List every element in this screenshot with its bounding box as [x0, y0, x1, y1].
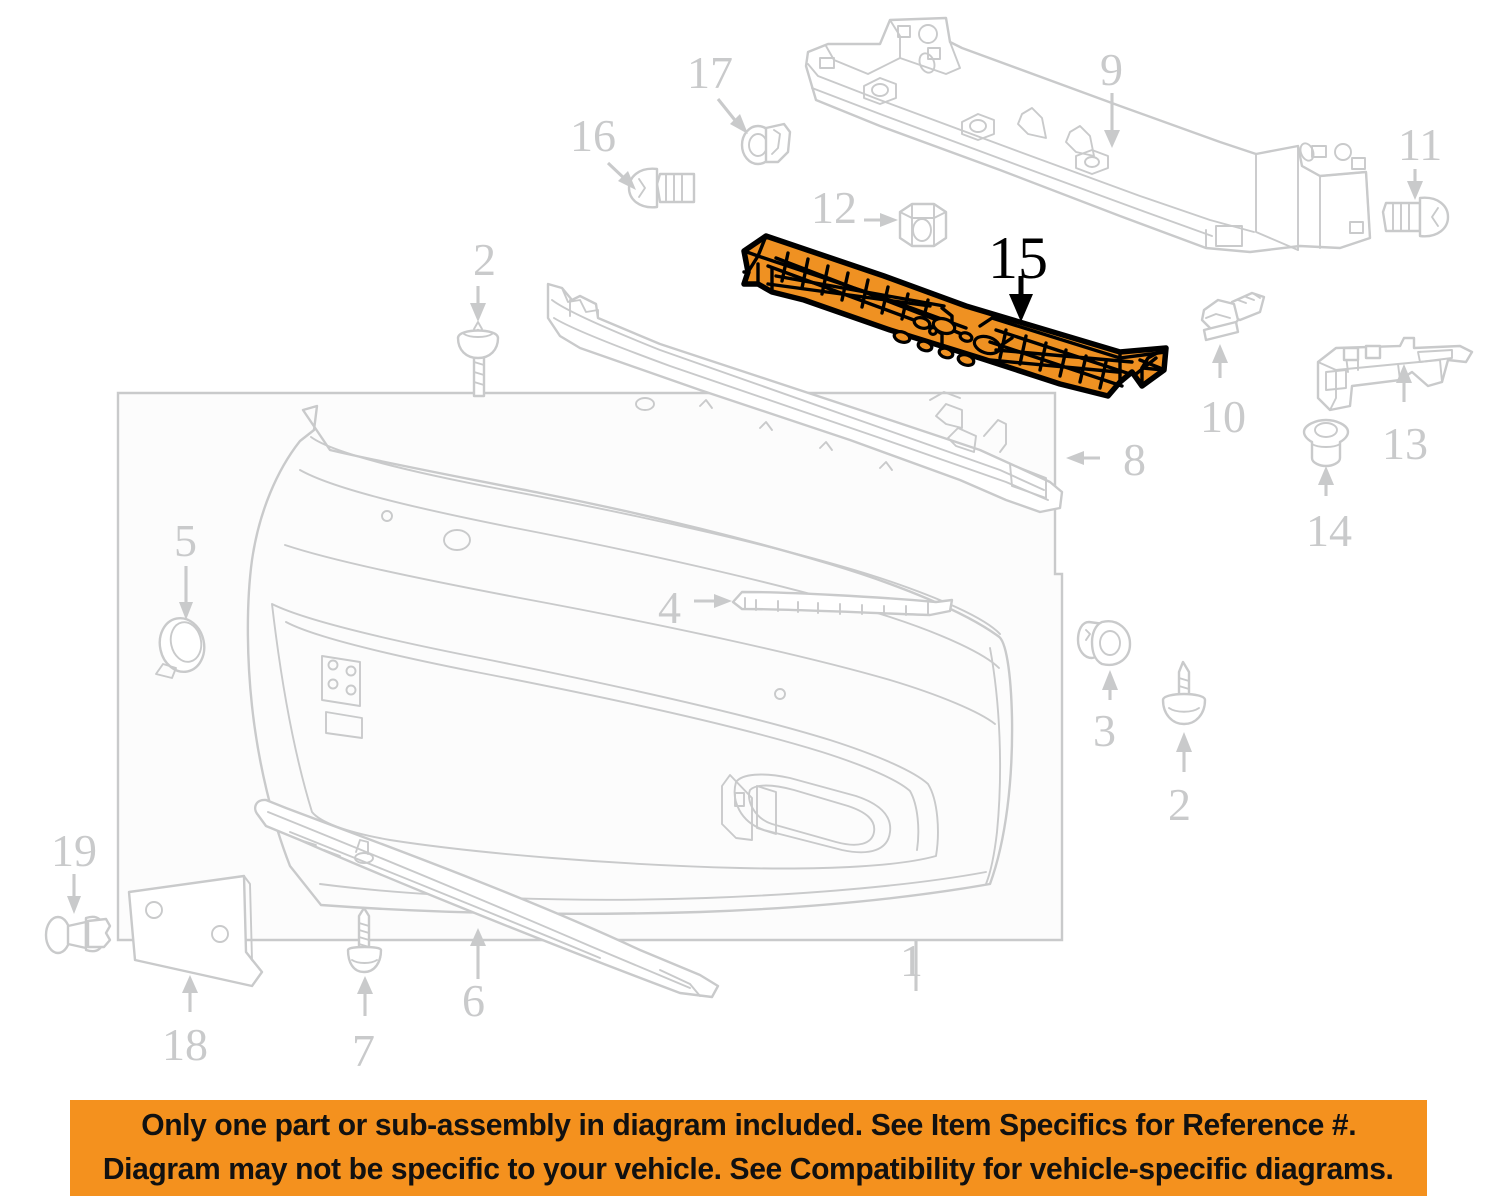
banner-line-2: Diagram may not be specific to your vehi… — [103, 1152, 1394, 1186]
callout-leader-17 — [716, 98, 748, 134]
part-6-lower-spoiler — [254, 798, 720, 999]
callout-leader-6 — [470, 928, 486, 979]
disclaimer-banner: Only one part or sub-assembly in diagram… — [70, 1100, 1427, 1196]
callout-number-16[interactable]: 16 — [570, 110, 616, 161]
banner-line-1: Only one part or sub-assembly in diagram… — [141, 1108, 1356, 1142]
part-16-pan-head-screw — [627, 167, 696, 209]
callout-number-2-lower-right[interactable]: 2 — [1168, 779, 1191, 830]
callout-leader-2b — [1176, 732, 1192, 772]
callout-number-5[interactable]: 5 — [174, 515, 197, 566]
callout-leader-14 — [1318, 466, 1334, 496]
callout-number-6[interactable]: 6 — [462, 975, 485, 1026]
callout-leader-13 — [1396, 364, 1412, 402]
part-12-hex-nut — [898, 202, 948, 248]
part-19-push-pin-rivet — [44, 915, 112, 955]
part-3-retainer-clip — [1076, 620, 1132, 667]
callout-number-17[interactable]: 17 — [687, 47, 733, 98]
callout-leader-19 — [67, 874, 81, 914]
part-13-side-guide-bracket — [1316, 336, 1474, 412]
part-14-grommet-nut — [1302, 418, 1350, 468]
callout-number-14[interactable]: 14 — [1306, 505, 1352, 556]
callout-leader-5 — [179, 566, 193, 620]
callout-leader-9 — [1104, 93, 1120, 148]
callout-number-7[interactable]: 7 — [352, 1025, 375, 1076]
part-15-upper-energy-absorber — [741, 233, 1169, 399]
callout-leader-16 — [606, 161, 636, 190]
callout-number-11[interactable]: 11 — [1398, 119, 1443, 170]
callout-number-13[interactable]: 13 — [1382, 418, 1428, 469]
part-7-tapping-screw — [346, 906, 383, 974]
part-18-license-plate-bracket — [127, 874, 264, 988]
callout-leader-7 — [357, 976, 373, 1016]
callout-number-15[interactable]: 15 — [988, 225, 1048, 291]
callout-number-10[interactable]: 10 — [1200, 391, 1246, 442]
part-9-bumper-reinforcement-beam — [804, 16, 1372, 254]
callout-number-1[interactable]: 1 — [900, 935, 923, 986]
part-2b-screw-lower-right — [1161, 660, 1207, 726]
callout-leader-11 — [1407, 169, 1423, 200]
callout-leader-3 — [1102, 670, 1118, 700]
callout-leader-4 — [694, 594, 732, 608]
callout-number-2-upper[interactable]: 2 — [473, 234, 496, 285]
callout-leader-2a — [470, 286, 486, 322]
part-5-tow-hook-cover-cap — [155, 616, 206, 679]
part-1-front-bumper-cover — [116, 391, 1064, 942]
callout-leader-18 — [182, 975, 198, 1012]
callout-number-12[interactable]: 12 — [811, 182, 857, 233]
callout-leader-15 — [1009, 276, 1033, 322]
callout-number-19[interactable]: 19 — [51, 825, 97, 876]
part-11-bolt — [1381, 196, 1450, 238]
part-8-lower-valance-absorber — [546, 282, 1064, 514]
callout-number-9[interactable]: 9 — [1100, 44, 1123, 95]
callout-number-18[interactable]: 18 — [162, 1019, 208, 1070]
callout-number-4[interactable]: 4 — [658, 582, 681, 633]
callout-number-3[interactable]: 3 — [1093, 705, 1116, 756]
part-2a-screw-upper — [456, 321, 500, 398]
part-4-grille-trim-strip — [731, 590, 954, 617]
callout-leader-12 — [864, 213, 898, 227]
callout-leader-8 — [1066, 451, 1100, 465]
part-10-flange-bolt — [1200, 291, 1266, 342]
part-17-push-in-clip — [740, 122, 792, 166]
callout-number-8[interactable]: 8 — [1123, 434, 1146, 485]
callout-leader-10 — [1212, 344, 1228, 378]
